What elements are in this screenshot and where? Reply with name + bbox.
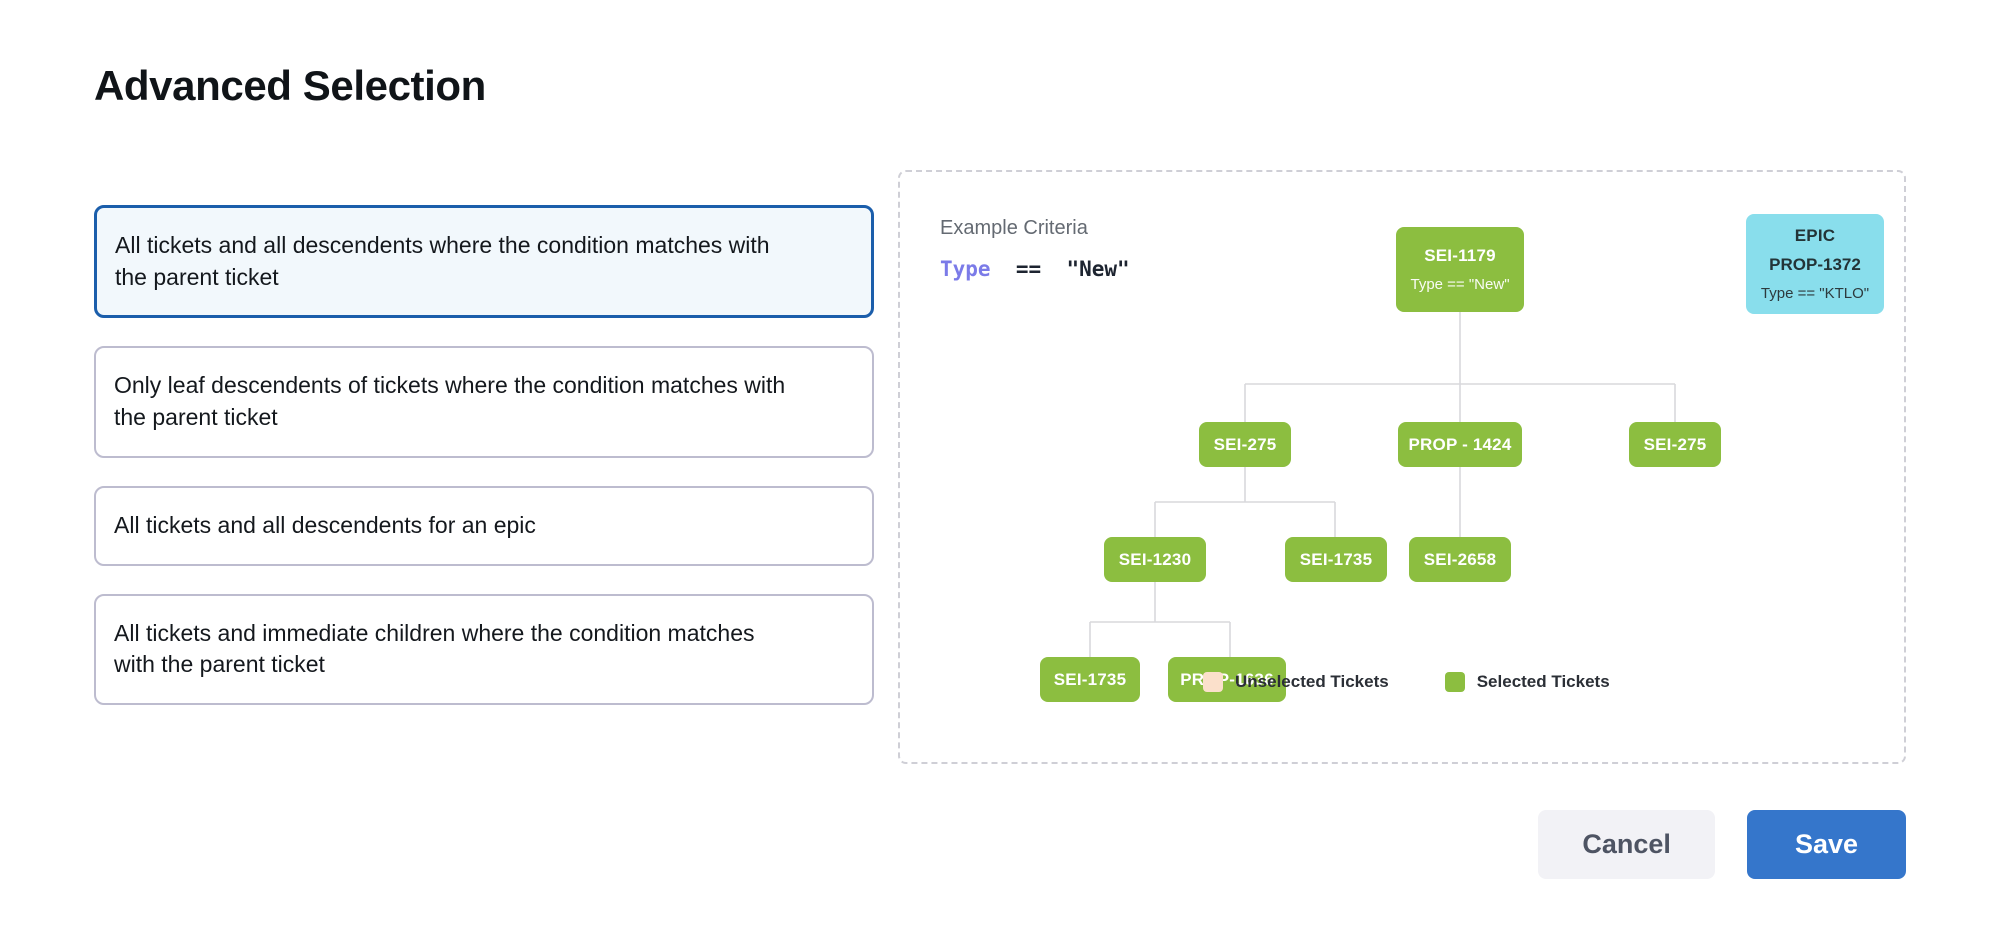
option-label: All tickets and all descendents for an e… (114, 511, 536, 538)
unselected-swatch-icon (1203, 672, 1223, 692)
option-card-leaf-descendents[interactable]: Only leaf descendents of tickets where t… (94, 346, 874, 458)
node-label: SEI-1735 (1053, 669, 1127, 689)
node-label: SEI-1735 (1299, 549, 1373, 569)
criteria-expression: Type == "New" (940, 257, 1130, 281)
criteria-value: "New" (1066, 257, 1130, 281)
node-label: SEI-2658 (1423, 549, 1497, 569)
option-label: All tickets and all descendents where th… (115, 232, 770, 290)
node-label: SEI-1230 (1118, 549, 1192, 569)
selected-swatch-icon (1444, 672, 1465, 692)
option-label: All tickets and immediate children where… (114, 619, 755, 678)
save-button[interactable]: Save (1746, 810, 1906, 879)
legend-label: Selected Tickets (1476, 672, 1610, 691)
node-epic-key: PROP-1372 (1769, 255, 1861, 274)
tree-node-prop-1424[interactable]: PROP - 1424 (1398, 422, 1522, 467)
legend-item-unselected: Unselected Tickets (1203, 672, 1389, 692)
option-card-all-descendents[interactable]: All tickets and all descendents where th… (94, 205, 874, 319)
legend-label: Unselected Tickets (1235, 672, 1389, 691)
option-card-epic-descendents[interactable]: All tickets and all descendents for an e… (94, 485, 874, 566)
node-label: PROP - 1424 (1408, 434, 1512, 454)
tree-node-sei-275-right[interactable]: SEI-275 (1629, 422, 1721, 467)
criteria-keyword: Type (940, 257, 991, 281)
node-epic-title: EPIC (1794, 226, 1836, 245)
tree-node-sei-1735-row4[interactable]: SEI-1735 (1040, 657, 1140, 702)
option-card-immediate-children[interactable]: All tickets and immediate children where… (94, 593, 874, 706)
dialog-footer: Cancel Save (1538, 810, 1906, 879)
node-label: SEI-1179 (1424, 246, 1496, 265)
criteria-operator: == (1015, 257, 1042, 281)
tree-node-sei-1230[interactable]: SEI-1230 (1104, 537, 1206, 582)
tree-connectors (1089, 312, 1676, 657)
option-label: Only leaf descendents of tickets where t… (114, 372, 786, 431)
tree-node-sei-1735-row3[interactable]: SEI-1735 (1285, 537, 1387, 582)
tree-node-sei-275-left[interactable]: SEI-275 (1199, 422, 1291, 467)
selection-option-list: All tickets and all descendents where th… (94, 205, 874, 733)
diagram-legend: Unselected Tickets Selected Tickets (1203, 672, 1610, 692)
node-condition: Type == "New" (1410, 276, 1510, 293)
example-diagram-panel: Example Criteria Type == "New" (898, 170, 1906, 764)
tree-node-epic-prop-1372[interactable]: EPIC PROP-1372 Type == "KTLO" (1746, 214, 1884, 314)
tree-node-sei-2658[interactable]: SEI-2658 (1409, 537, 1511, 582)
node-label: SEI-275 (1643, 434, 1707, 454)
node-label: SEI-275 (1213, 434, 1277, 454)
tree-node-sei-1179[interactable]: SEI-1179 Type == "New" (1396, 227, 1524, 312)
cancel-button[interactable]: Cancel (1538, 810, 1715, 879)
page-title: Advanced Selection (94, 62, 486, 109)
criteria-label: Example Criteria (940, 217, 1088, 239)
legend-item-selected: Selected Tickets (1444, 672, 1610, 692)
node-epic-condition: Type == "KTLO" (1760, 285, 1870, 302)
